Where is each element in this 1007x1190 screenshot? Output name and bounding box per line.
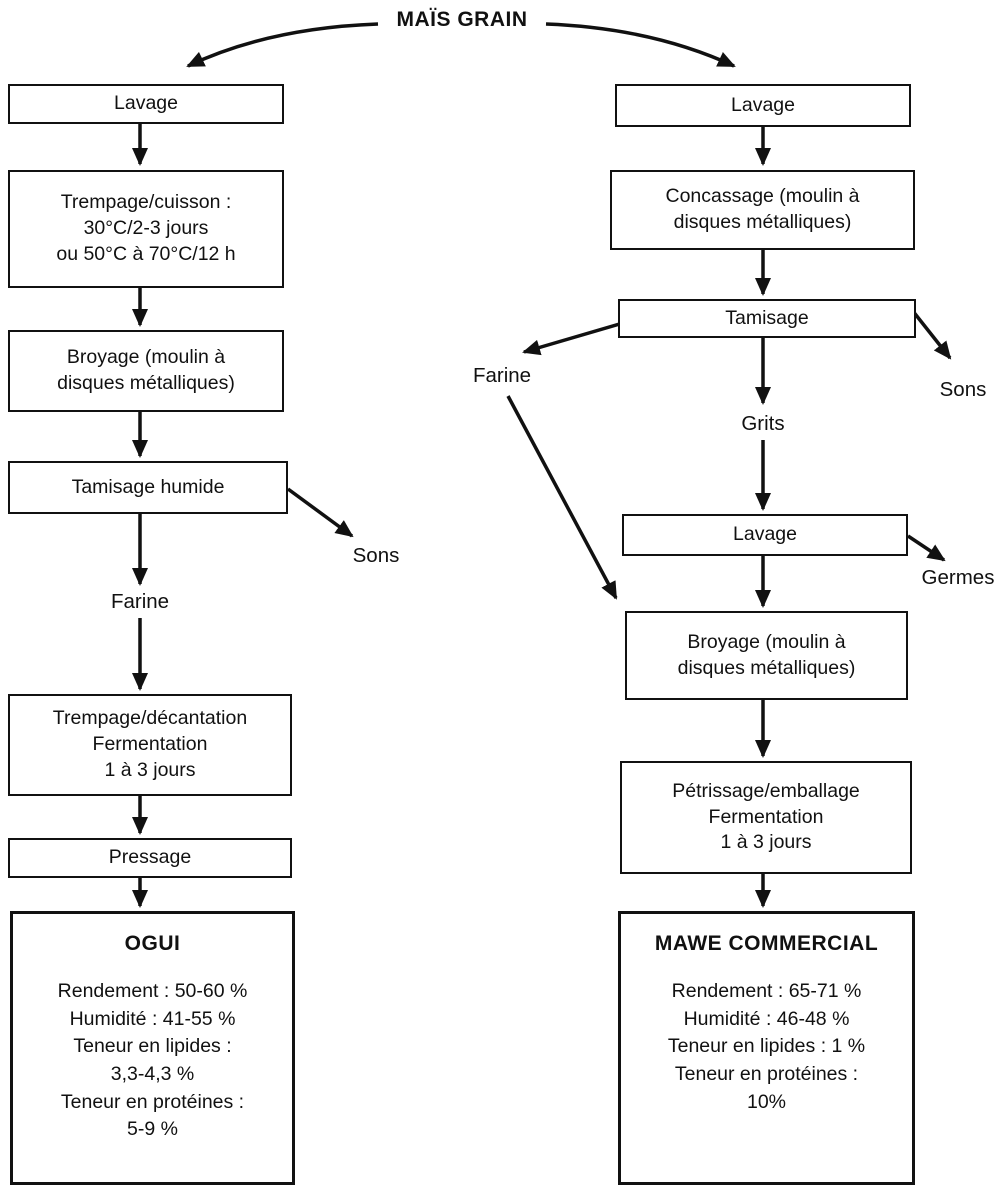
arrow-root-to-right-lavage bbox=[545, 22, 736, 68]
left-product-specs: Rendement : 50-60 % Humidité : 41-55 % T… bbox=[57, 980, 248, 1141]
left-step-trempage-decantation: Trempage/décantation Fermentation 1 à 3 … bbox=[8, 694, 292, 796]
right-product-mawe: MAWE COMMERCIAL Rendement : 65-71 % Humi… bbox=[618, 911, 915, 1185]
left-step-tamisage-humide: Tamisage humide bbox=[8, 461, 288, 514]
left-label-farine: Farine bbox=[110, 590, 170, 613]
arrow-root-to-left-lavage bbox=[186, 22, 379, 68]
left-step-trempage-cuisson: Trempage/cuisson : 30°C/2-3 jours ou 50°… bbox=[8, 170, 284, 288]
left-product-title: OGUI bbox=[124, 932, 181, 955]
right-label-farine: Farine bbox=[472, 364, 532, 387]
right-step-broyage: Broyage (moulin à disques métalliques) bbox=[625, 611, 908, 700]
left-label-sons: Sons bbox=[352, 544, 400, 567]
left-step-lavage: Lavage bbox=[8, 84, 284, 124]
arrow-right-farine-to-broyage bbox=[506, 395, 618, 600]
right-label-grits: Grits bbox=[741, 412, 785, 435]
left-step-broyage: Broyage (moulin à disques métalliques) bbox=[8, 330, 284, 412]
left-product-ogui: OGUI Rendement : 50-60 % Humidité : 41-5… bbox=[10, 911, 295, 1185]
right-step-petrissage: Pétrissage/emballage Fermentation 1 à 3 … bbox=[620, 761, 912, 874]
right-product-title: MAWE COMMERCIAL bbox=[654, 932, 879, 955]
arrow-left-tamisage-to-sons bbox=[286, 487, 354, 538]
left-step-pressage: Pressage bbox=[8, 838, 292, 878]
arrow-right-tamisage-to-sons bbox=[910, 308, 952, 360]
right-product-specs: Rendement : 65-71 % Humidité : 46-48 % T… bbox=[667, 980, 866, 1113]
right-step-tamisage: Tamisage bbox=[618, 299, 916, 338]
arrow-right-lavage-to-germes bbox=[907, 534, 946, 562]
right-step-lavage-1: Lavage bbox=[615, 84, 911, 127]
right-step-lavage-2: Lavage bbox=[622, 514, 908, 556]
right-label-sons: Sons bbox=[939, 378, 987, 401]
root-node-mais-grain: MAÏS GRAIN bbox=[396, 8, 528, 31]
right-label-germes: Germes bbox=[921, 566, 995, 589]
right-step-concassage: Concassage (moulin à disques métalliques… bbox=[610, 170, 915, 250]
